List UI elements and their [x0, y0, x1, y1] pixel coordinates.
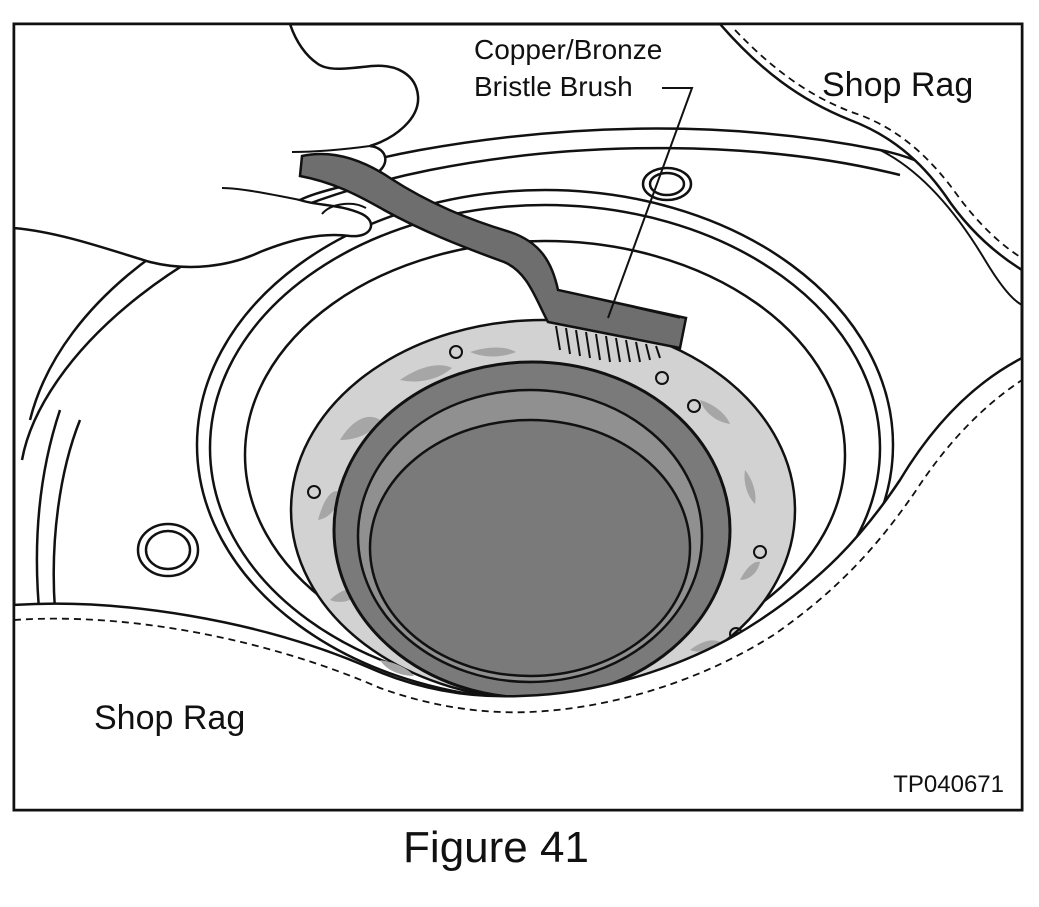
figure-caption: Figure 41: [403, 823, 589, 872]
bolt-hole-left: [136, 522, 200, 578]
brush-leader-line: [607, 87, 694, 319]
brush-icon: [298, 152, 688, 350]
hand-icon: [15, 25, 420, 269]
brush-callout-line1: Copper/Bronze: [474, 34, 662, 65]
illustration-border: [12, 22, 1024, 812]
bristles-icon: [555, 325, 661, 363]
bolt-hole-top: [641, 166, 693, 202]
brush-callout-line2: Bristle Brush: [474, 71, 633, 102]
shop-rag-top: [719, 25, 1021, 306]
shop-rag-bottom: [15, 357, 1021, 809]
figure-code: TP040671: [893, 771, 1004, 798]
shop-rag-label-top: Shop Rag: [822, 66, 973, 104]
shop-rag-label-bottom: Shop Rag: [94, 699, 245, 737]
oil-seal: [332, 360, 732, 700]
